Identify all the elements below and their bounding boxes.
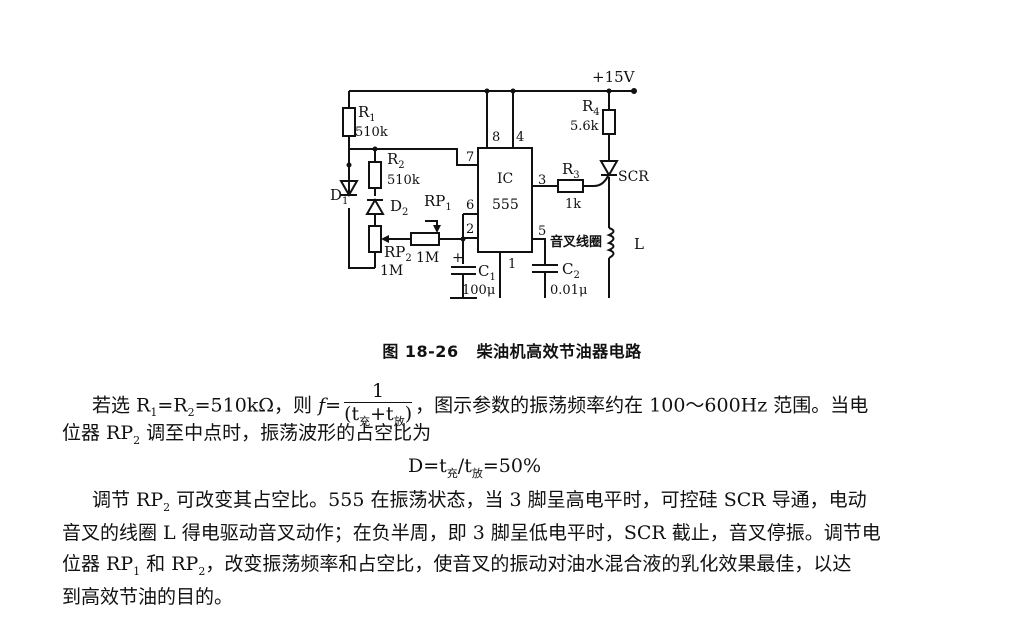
- duty-cycle-formula: D=t充/t放=50%: [408, 455, 541, 480]
- r2-resistor: [368, 161, 382, 189]
- paragraph-1-line-2: 位器 RP2 调至中点时，振荡波形的占空比为: [62, 422, 432, 447]
- ic-model: 555: [492, 197, 519, 213]
- vcc-terminal: [631, 88, 637, 94]
- c1-label: + C1 100μ: [452, 250, 496, 298]
- vcc-label: +15V: [592, 68, 636, 86]
- svg-text:D2: D2: [390, 197, 408, 218]
- scr-thyristor: [599, 160, 619, 178]
- r1-label: R1 510k: [355, 103, 388, 140]
- rp1-potentiometer: [410, 232, 440, 246]
- ic-555: [477, 147, 533, 253]
- svg-text:0.01μ: 0.01μ: [550, 283, 587, 298]
- svg-text:RP1: RP1: [424, 192, 452, 213]
- ic-pin-4: 4: [516, 130, 524, 145]
- rp1-wiper-arrow: [433, 225, 441, 233]
- paragraph-2-line-3: 位器 RP1 和 RP2，改变振荡频率和占空比，使音叉的振动对油水混合液的乳化效…: [62, 553, 852, 578]
- svg-text:RP2: RP2: [384, 243, 412, 264]
- c2-label: C2 0.01μ: [550, 260, 587, 298]
- coil-label: 音叉线圈: [550, 234, 602, 250]
- frequency-fraction: 1(t充+t放): [344, 380, 413, 428]
- pin7-wire: [349, 148, 478, 166]
- ic-pin-6: 6: [466, 198, 474, 213]
- junction-dot: [372, 146, 378, 152]
- r4-resistor: [602, 109, 616, 135]
- rp1-label: RP1 1M: [416, 192, 452, 266]
- paragraph-1-line-1: 若选 R1=R2=510kΩ，则 f=1(t充+t放)，图示参数的振荡频率约在 …: [92, 380, 868, 433]
- ic-pin-8: 8: [492, 130, 500, 145]
- figure-title: 柴油机高效节油器电路: [476, 342, 642, 361]
- coil-name-label: L: [634, 235, 644, 253]
- scr-label: SCR: [618, 169, 649, 185]
- junction-dot: [460, 236, 466, 242]
- svg-text:+: +: [452, 250, 464, 266]
- r3-resistor: [557, 179, 584, 193]
- svg-text:R4: R4: [582, 97, 600, 118]
- rp2-wiper-arrow: [381, 235, 389, 243]
- ic-name: IC: [497, 171, 513, 187]
- svg-text:510k: 510k: [387, 173, 420, 188]
- ic-pin-3: 3: [538, 173, 546, 188]
- r1-resistor: [342, 107, 356, 137]
- c1-capacitor: [450, 266, 477, 299]
- junction-dot: [346, 162, 352, 168]
- svg-text:R1: R1: [358, 103, 376, 124]
- paragraph-2-line-1: 调节 RP2 可改变其占空比。555 在振荡状态，当 3 脚呈高电平时，可控硅 …: [92, 489, 867, 514]
- paragraph-2-line-4: 到高效节油的目的。: [62, 586, 234, 608]
- r3-label: R3 1k: [562, 160, 581, 212]
- r4-label: R4 5.6k: [570, 97, 600, 134]
- svg-text:1M: 1M: [416, 250, 439, 266]
- figure-caption: 图 18-26 柴油机高效节油器电路: [0, 338, 1024, 362]
- figure-number: 图 18-26: [382, 342, 459, 361]
- svg-text:5.6k: 5.6k: [570, 119, 599, 134]
- c2-capacitor: [532, 264, 558, 298]
- svg-text:C1: C1: [478, 262, 496, 283]
- rp2-potentiometer: [368, 225, 382, 253]
- d1-diode: [339, 180, 359, 198]
- d2-label: D2: [390, 197, 408, 218]
- svg-text:R2: R2: [387, 150, 405, 171]
- coil-inductor: [606, 227, 615, 259]
- pin5-wire: [532, 238, 546, 265]
- ic-pin-7: 7: [466, 150, 474, 165]
- r1-wire: [348, 91, 375, 269]
- d2-diode: [365, 197, 385, 215]
- ic-pin-5: 5: [538, 224, 546, 239]
- svg-text:1M: 1M: [380, 263, 403, 279]
- svg-text:D1: D1: [330, 186, 348, 207]
- circuit-diagram: +15V R1 510k D1 R2 510k D2 RP2 1M RP1 1: [330, 68, 649, 299]
- svg-text:510k: 510k: [355, 125, 388, 140]
- r2-label: R2 510k: [387, 150, 420, 188]
- svg-text:C2: C2: [562, 260, 580, 281]
- svg-text:R3: R3: [562, 160, 580, 181]
- paragraph-2-line-2: 音叉的线圈 L 得电驱动音叉动作；在负半周，即 3 脚呈低电平时，SCR 截止，…: [62, 522, 881, 544]
- ic-pin-1: 1: [508, 257, 516, 272]
- pin3-wire: [532, 175, 609, 187]
- svg-text:1k: 1k: [565, 197, 581, 212]
- svg-text:100μ: 100μ: [462, 283, 495, 298]
- ic-pin-2: 2: [466, 222, 474, 237]
- rp2-label: RP2 1M: [380, 243, 412, 279]
- d1-label: D1: [330, 186, 348, 207]
